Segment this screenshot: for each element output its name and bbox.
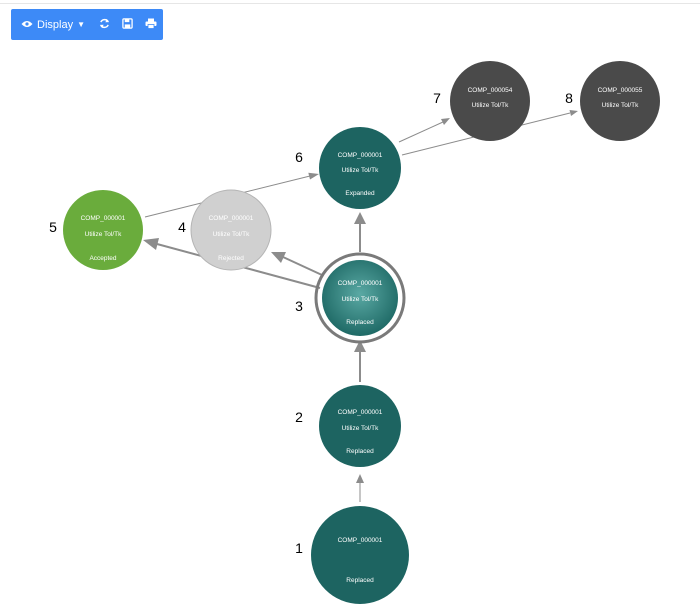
node-5-code: COMP_000001 (81, 215, 126, 222)
eye-icon (21, 19, 33, 31)
edge-3-6 (354, 212, 366, 252)
print-button[interactable] (140, 9, 163, 40)
node-7[interactable]: COMP_000054 Utilize Tol/Tk 7 (433, 61, 530, 141)
refresh-button[interactable] (93, 9, 116, 40)
print-icon (145, 16, 157, 34)
node-8[interactable]: COMP_000055 Utilize Tol/Tk 8 (565, 61, 660, 141)
node-2-status: Replaced (346, 448, 374, 455)
node-1-code: COMP_000001 (338, 537, 383, 544)
node-1-label: 1 (295, 540, 303, 556)
node-4-code: COMP_000001 (209, 215, 254, 222)
node-5-status: Accepted (89, 255, 116, 262)
node-2-label: 2 (295, 409, 303, 425)
node-4-label: 4 (178, 219, 186, 235)
node-3-rule: Utilize Tol/Tk (342, 296, 379, 303)
save-icon (122, 16, 134, 34)
node-5-rule: Utilize Tol/Tk (85, 231, 122, 238)
node-6[interactable]: COMP_000001 Utilize Tol/Tk Expanded 6 (295, 127, 401, 209)
node-8-rule: Utilize Tol/Tk (602, 102, 639, 109)
graph-toolbar: Display ▼ (11, 9, 163, 40)
edge-3-4 (271, 252, 323, 276)
node-4[interactable]: COMP_000001 Utilize Tol/Tk Rejected 4 (178, 189, 272, 271)
edge-1-2 (356, 474, 364, 502)
node-7-label: 7 (433, 90, 441, 106)
save-button[interactable] (116, 9, 139, 40)
node-6-label: 6 (295, 149, 303, 165)
node-6-status: Expanded (345, 190, 375, 197)
edge-6-7 (398, 118, 450, 143)
node-6-rule: Utilize Tol/Tk (342, 167, 379, 174)
node-7-rule: Utilize Tol/Tk (472, 102, 509, 109)
node-3-code: COMP_000001 (338, 280, 383, 287)
display-dropdown-button[interactable]: Display ▼ (11, 9, 93, 40)
node-5[interactable]: COMP_000001 Utilize Tol/Tk Accepted 5 (49, 190, 143, 270)
caret-down-icon: ▼ (77, 20, 85, 29)
node-2[interactable]: COMP_000001 Utilize Tol/Tk Replaced 2 (295, 385, 401, 467)
node-1[interactable]: COMP_000001 Replaced 1 (295, 506, 409, 604)
node-3-status: Replaced (346, 319, 374, 326)
node-8-label: 8 (565, 90, 573, 106)
node-4-rule: Utilize Tol/Tk (213, 231, 250, 238)
node-8-code: COMP_000055 (598, 87, 643, 94)
node-3-label: 3 (295, 298, 303, 314)
refresh-icon (99, 16, 110, 34)
top-divider (0, 3, 700, 4)
node-6-code: COMP_000001 (338, 152, 383, 159)
node-4-status: Rejected (218, 255, 244, 262)
node-1-status: Replaced (346, 577, 374, 584)
node-5-label: 5 (49, 219, 57, 235)
display-label: Display (37, 18, 74, 31)
edge-2-3 (354, 340, 366, 382)
node-2-code: COMP_000001 (338, 409, 383, 416)
node-3[interactable]: COMP_000001 Utilize Tol/Tk Replaced 3 (295, 252, 406, 344)
node-7-code: COMP_000054 (468, 87, 513, 94)
node-2-rule: Utilize Tol/Tk (342, 425, 379, 432)
